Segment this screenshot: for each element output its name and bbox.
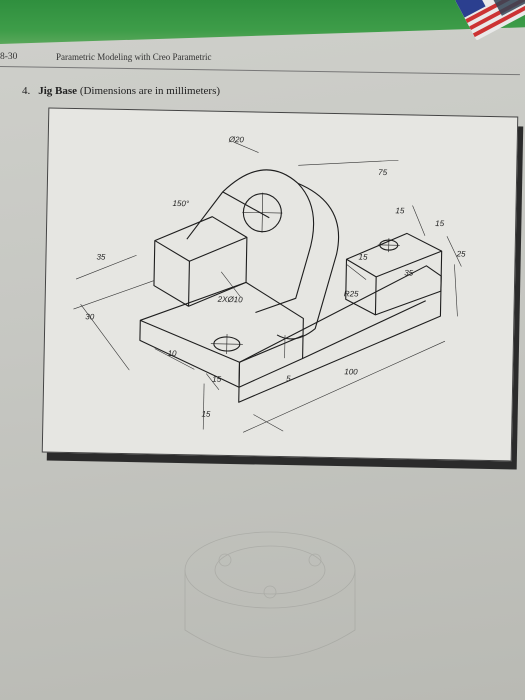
dim-angle-150: 150°: [172, 199, 190, 208]
problem-number: 4.: [22, 85, 31, 97]
dim-35-left: 35: [96, 252, 106, 261]
dim-15-right: 15: [435, 219, 445, 228]
dim-35-right: 35: [404, 268, 414, 277]
dim-2x-diameter-10: 2XØ10: [217, 295, 244, 305]
upright-profile: [186, 169, 315, 314]
right-block-outline: [345, 232, 443, 316]
jig-base-drawing: Ø20 150° 35 30 10 15 15 2XØ10 5 R25 100 …: [73, 135, 467, 433]
dim-15-bottom: 15: [201, 410, 211, 419]
page-number: 8-30: [0, 52, 18, 62]
problem-subtitle: (Dimensions are in millimeters): [79, 85, 221, 97]
dim-15-top: 15: [395, 206, 405, 215]
main-base-outline: [238, 265, 442, 403]
flag-sticker: [455, 0, 525, 41]
dim-25-right: 25: [456, 249, 467, 258]
dim-100: 100: [344, 367, 358, 376]
running-title: Parametric Modeling with Creo Parametric: [56, 52, 212, 62]
base-plate-outline: [139, 281, 304, 388]
green-background-corner: [0, 0, 525, 44]
dim-15-front: 15: [212, 375, 222, 384]
dim-r25: R25: [344, 289, 359, 298]
left-block-outline: [153, 216, 248, 307]
dim-diameter-20: Ø20: [228, 135, 245, 144]
figure-frame: Ø20 150° 35 30 10 15 15 2XØ10 5 R25 100 …: [41, 107, 519, 462]
dim-30-left: 30: [85, 312, 95, 321]
dim-5: 5: [286, 374, 291, 383]
dim-75: 75: [378, 168, 388, 177]
dim-10-left: 10: [168, 349, 178, 358]
header-rule: [0, 66, 520, 76]
problem-name: Jig Base: [38, 85, 78, 97]
dim-15-side: 15: [358, 253, 368, 262]
bleed-through-drawing: [184, 531, 356, 658]
problem-title: 4. Jig Base (Dimensions are in millimeter…: [22, 85, 220, 97]
